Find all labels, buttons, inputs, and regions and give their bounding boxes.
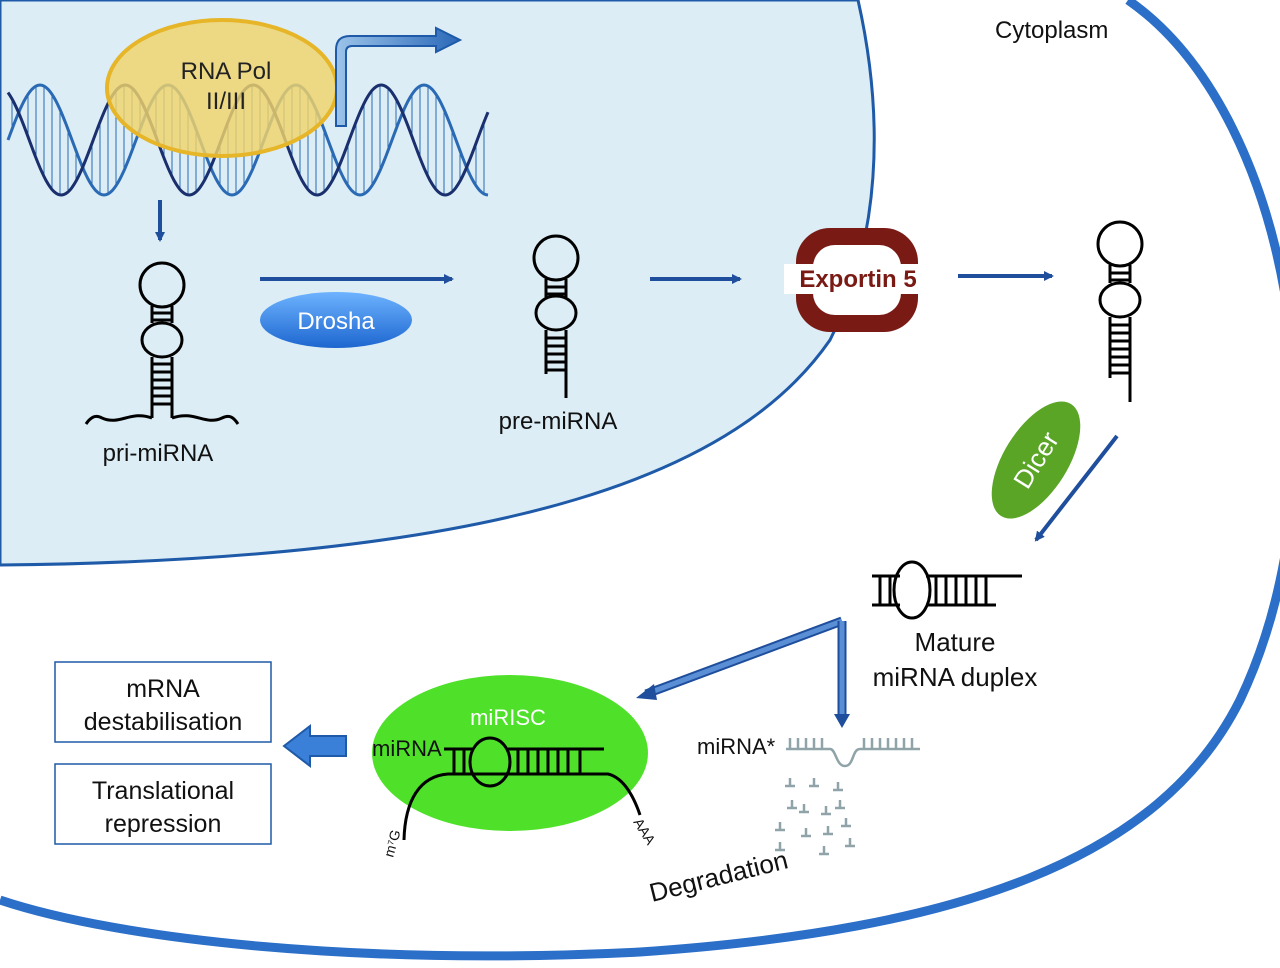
strand-selection-arrow — [636, 616, 850, 728]
mature-label-2: miRNA duplex — [873, 662, 1038, 692]
pre-mirna-label: pre-miRNA — [499, 408, 618, 435]
dicer-enzyme: Dicer — [991, 401, 1081, 519]
cytoplasm-label: Cytoplasm — [995, 17, 1108, 44]
mirisc-complex: miRISC miRNA m⁷G AAA — [372, 675, 659, 859]
mirna-label: miRNA — [372, 736, 442, 761]
outcome-arrow — [282, 723, 347, 769]
outcome-translational-repression: Translational repression — [54, 763, 272, 845]
mirisc-label: miRISC — [470, 705, 546, 730]
transcription-start-arrow — [335, 26, 463, 127]
cytoplasmic-pre-mirna-hairpin — [1096, 220, 1144, 402]
mirna-star-strand — [786, 738, 920, 768]
exportin-label: Exportin 5 — [799, 266, 916, 293]
dicer-processing-arrow — [1034, 434, 1119, 542]
mature-label-1: Mature — [915, 627, 996, 657]
rna-pol-label-2: II/III — [206, 88, 246, 115]
pri-mirna-hairpin — [84, 261, 240, 425]
outcome-mrna-destabilisation: mRNA destabilisation — [54, 661, 272, 743]
outcome-2-line-1: Translational — [92, 777, 234, 805]
exportin-5: Exportin 5 — [784, 228, 944, 332]
drosha-label: Drosha — [297, 308, 375, 335]
m7g-cap-label: m⁷G — [381, 828, 404, 859]
outcome-1-line-1: mRNA — [126, 675, 200, 703]
pri-mirna-label: pri-miRNA — [103, 440, 214, 467]
drosha-enzyme: Drosha — [260, 292, 412, 348]
pre-mirna-hairpin — [532, 234, 580, 398]
poly-a-tail-label: AAA — [630, 815, 659, 848]
degradation-fragments — [775, 778, 855, 856]
outcome-2-line-2: repression — [105, 810, 222, 838]
rna-pol-label-1: RNA Pol — [181, 58, 272, 85]
outcome-1-line-2: destabilisation — [84, 708, 242, 736]
rna-pol-complex: RNA Pol II/III — [105, 18, 339, 158]
degradation-label: Degradation — [646, 844, 791, 907]
mature-mirna-duplex — [872, 560, 1022, 620]
mirna-star-label: miRNA* — [697, 734, 776, 759]
